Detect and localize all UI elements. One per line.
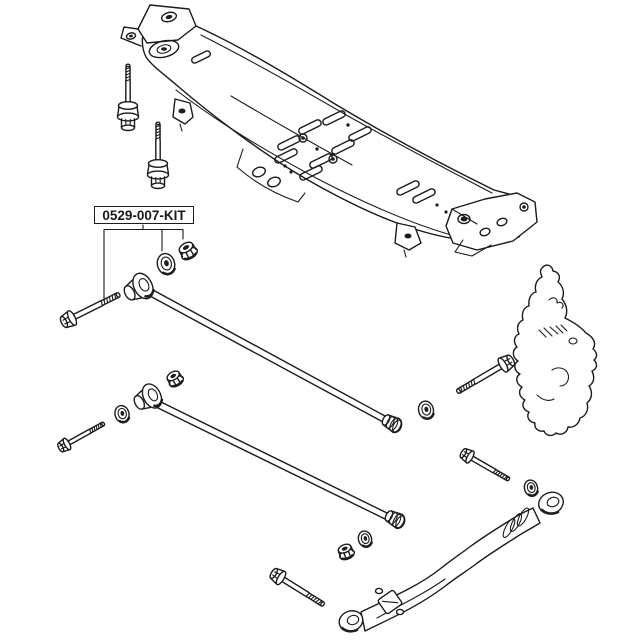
kit-flange-nut-drawing — [175, 238, 201, 264]
axle-knuckle-sketch — [513, 265, 596, 435]
rear-rod-washer-left-drawing — [112, 402, 132, 426]
rear-suspension-crossmember-drawing — [121, 5, 537, 257]
curved-arm-bolt-right-drawing — [457, 445, 514, 487]
rear-rod-bolt-left-drawing — [55, 417, 108, 455]
curved-lateral-arm-drawing — [336, 489, 566, 634]
kit-part-number-label: 0529-007-KIT — [94, 206, 194, 224]
curved-arm-bolt-drawing — [266, 565, 329, 612]
rear-lateral-rod-drawing — [128, 379, 409, 532]
rear-rod-nut-right-drawing — [334, 540, 357, 563]
kit-leader-lines — [104, 225, 183, 301]
front-rod-bolt-drawing — [452, 351, 518, 400]
rear-rod-washer-right-drawing — [355, 528, 375, 550]
vertical-mount-bolt-1 — [116, 63, 140, 132]
vertical-mount-bolt-2 — [146, 121, 170, 190]
curved-arm-washer-drawing — [521, 477, 541, 499]
front-lateral-rod-drawing — [118, 268, 406, 436]
front-rod-washer-drawing — [415, 398, 437, 422]
rear-rod-nut-drawing — [163, 367, 187, 391]
kit-bolt-drawing — [57, 286, 124, 332]
kit-washer-drawing — [153, 250, 179, 278]
